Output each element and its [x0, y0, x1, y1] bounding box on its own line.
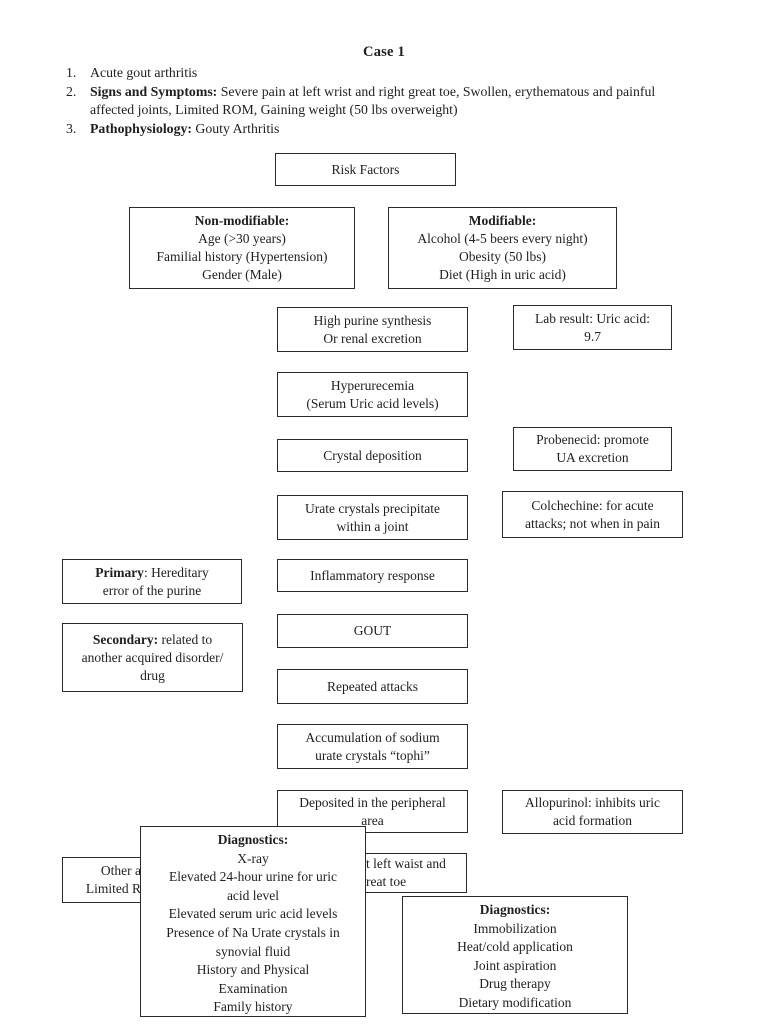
list-item: 1. Acute gout arthritis — [66, 64, 726, 83]
high-purine-box: High purine synthesis Or renal excretion — [277, 307, 468, 352]
modifiable-box: Modifiable: Alcohol (4-5 beers every nig… — [388, 207, 617, 289]
colchechine-box: Colchechine: for acute attacks; not when… — [502, 491, 683, 538]
risk-factors-box: Risk Factors — [275, 153, 456, 186]
list-marker: 2. — [66, 83, 77, 99]
secondary-box: Secondary: related to another acquired d… — [62, 623, 243, 692]
repeated-attacks-box: Repeated attacks — [277, 669, 468, 704]
management-diagnostics-box: Diagnostics: Immobilization Heat/cold ap… — [402, 896, 628, 1014]
probenecid-box: Probenecid: promote UA excretion — [513, 427, 672, 471]
accumulation-box: Accumulation of sodium urate crystals “t… — [277, 724, 468, 769]
non-modifiable-box: Non-modifiable: Age (>30 years) Familial… — [129, 207, 355, 289]
lab-result-box: Lab result: Uric acid: 9.7 — [513, 305, 672, 350]
list-text: Pathophysiology: Gouty Arthritis — [90, 120, 280, 136]
primary-box: Primary: Hereditary error of the purine — [62, 559, 242, 604]
urate-crystals-box: Urate crystals precipitate within a join… — [277, 495, 468, 540]
list-marker: 1. — [66, 65, 77, 80]
list-text: Acute gout arthritis — [90, 65, 198, 80]
partial-left-box: Other a Limited R — [62, 857, 146, 903]
list-marker: 3. — [66, 120, 77, 136]
crystal-deposition-box: Crystal deposition — [277, 439, 468, 472]
diagnostics-box: Diagnostics: X-ray Elevated 24-hour urin… — [140, 826, 366, 1017]
list-item: 2. Signs and Symptoms: Severe pain at le… — [66, 83, 726, 120]
list-item: 3. Pathophysiology: Gouty Arthritis — [66, 120, 726, 139]
list-text: Signs and Symptoms: Severe pain at left … — [90, 83, 656, 118]
allopurinol-box: Allopurinol: inhibits uric acid formatio… — [502, 790, 683, 834]
deposited-peripheral-box: Deposited in the peripheral area — [277, 790, 468, 833]
hyperurecemia-box: Hyperurecemia (Serum Uric acid levels) — [277, 372, 468, 417]
gout-box: GOUT — [277, 614, 468, 648]
page-title: Case 1 — [363, 44, 405, 60]
numbered-list: 1. Acute gout arthritis 2. Signs and Sym… — [66, 64, 726, 138]
inflammatory-response-box: Inflammatory response — [277, 559, 468, 592]
